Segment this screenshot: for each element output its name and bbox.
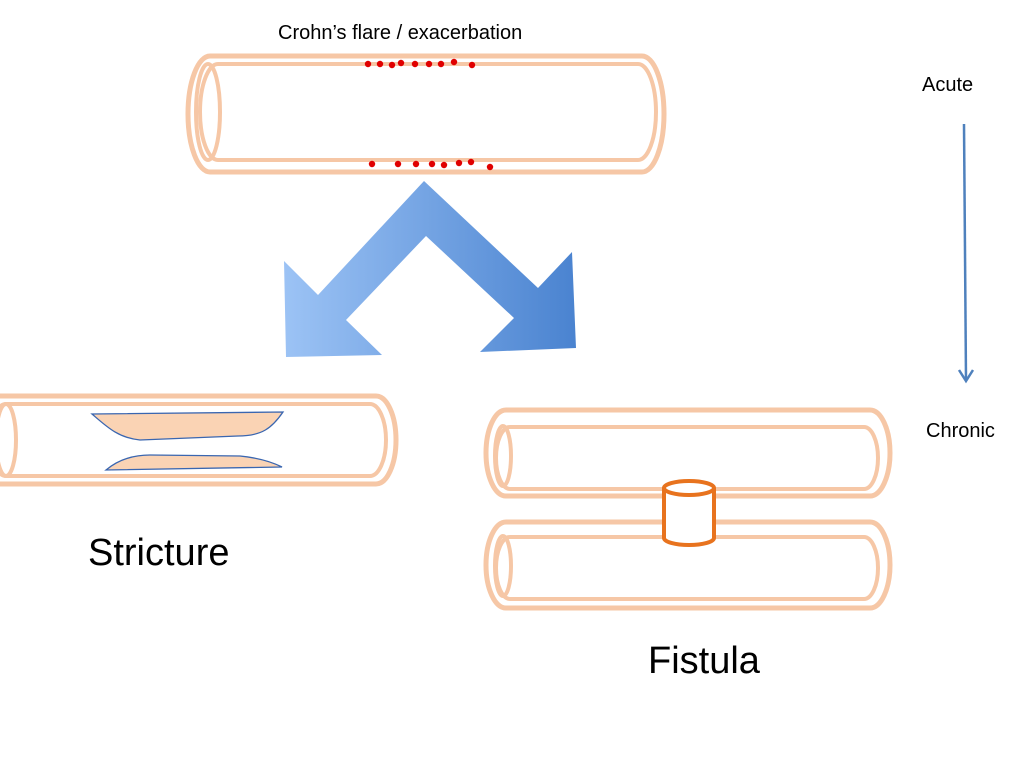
down-arrow-icon (957, 123, 975, 384)
inflamed-bowel-tube (185, 53, 667, 175)
stricture-top-narrowing (90, 411, 285, 441)
stricture-bottom-narrowing (104, 454, 283, 471)
chronic-label: Chronic (926, 420, 995, 442)
inflammation-dots (364, 58, 494, 171)
fistula-tract (662, 479, 716, 547)
acute-label: Acute (922, 74, 974, 96)
stricture-label: Stricture (88, 532, 230, 574)
split-arrow-icon (284, 181, 576, 357)
flare-label: Crohn’s flare / exacerbation (278, 22, 523, 44)
fistula-label: Fistula (648, 640, 760, 682)
stricture-bowel-tube (0, 393, 399, 487)
